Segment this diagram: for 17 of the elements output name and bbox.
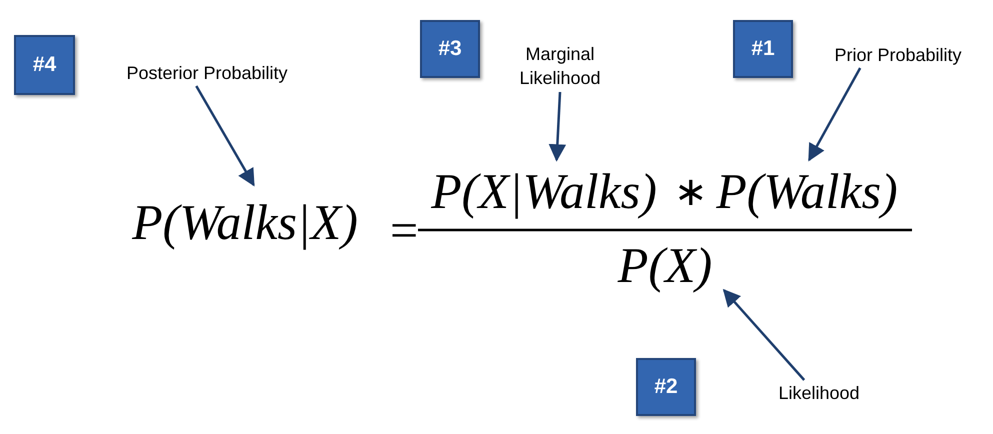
formula-term: P(Walks|X) (100, 185, 390, 260)
arrow (548, 92, 566, 162)
formula-term: P(X|Walks) (418, 160, 670, 222)
annotation-text: Posterior Probability (100, 60, 314, 86)
multiply-sign: ∗ (674, 168, 708, 216)
annotation-text: Marginal Likelihood (505, 40, 615, 92)
number-badge: #3 (420, 20, 480, 78)
number-badge: #1 (733, 20, 793, 78)
equals-sign: = (390, 201, 418, 260)
arrow (808, 67, 862, 162)
annotation-text: Prior Probability (812, 42, 984, 68)
formula-term: P(X) (606, 237, 724, 293)
number-badge: #4 (14, 35, 75, 95)
arrow (195, 85, 255, 187)
arrow (722, 288, 806, 381)
annotation-text: Likelihood (762, 380, 876, 406)
number-badge: #2 (636, 358, 696, 416)
